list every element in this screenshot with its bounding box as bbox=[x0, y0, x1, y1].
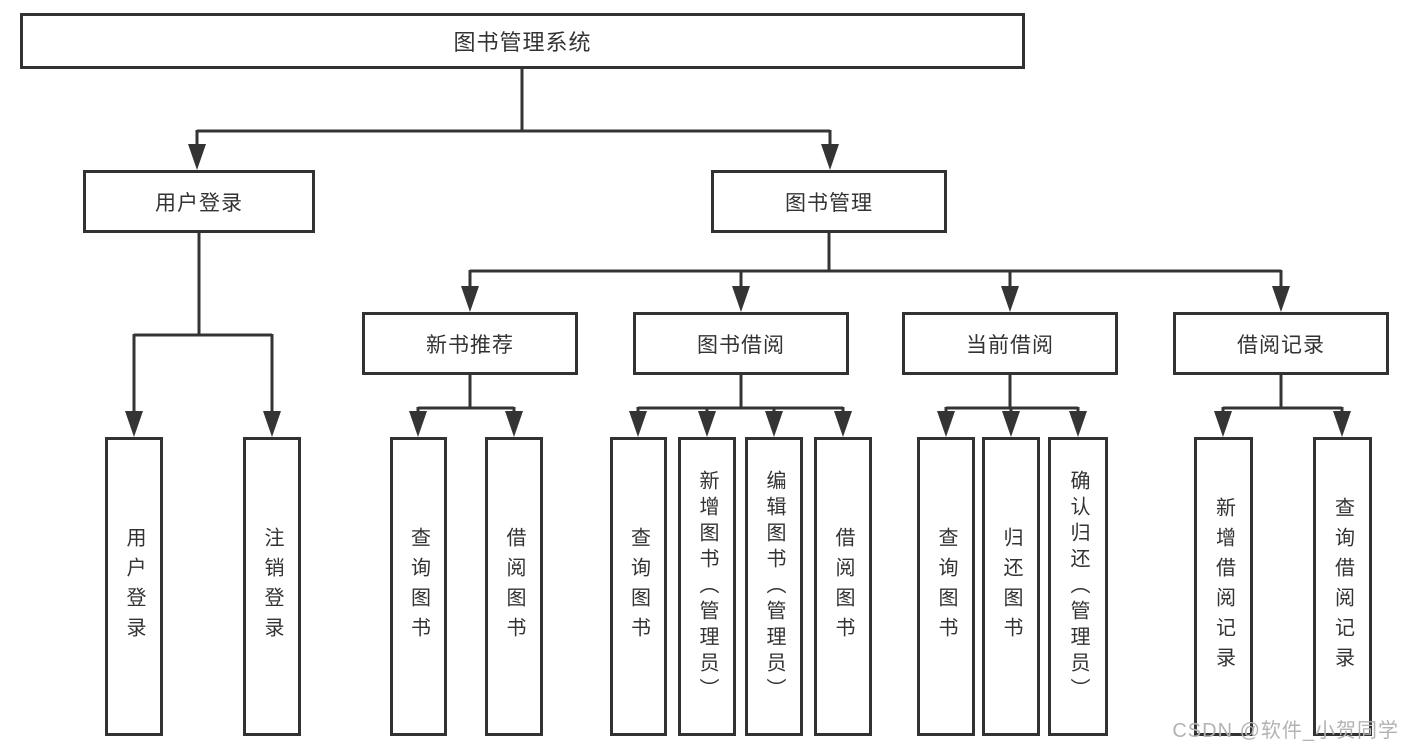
node-label: 借阅记录 bbox=[1237, 333, 1325, 357]
node-new-book-recommendation: 新书推荐 bbox=[362, 312, 578, 375]
leaf-borrow-books-borrowing: 借阅图书 bbox=[814, 437, 872, 736]
node-label: 新书推荐 bbox=[426, 333, 514, 357]
leaf-query-borrow-record: 查询借阅记录 bbox=[1313, 437, 1372, 736]
node-user-login: 用户登录 bbox=[83, 170, 315, 233]
node-label: 查询图书 bbox=[407, 526, 430, 647]
leaf-query-books-recommend: 查询图书 bbox=[390, 437, 447, 736]
node-library-management-system: 图书管理系统 bbox=[20, 13, 1025, 69]
connector-strokes bbox=[132, 69, 1344, 414]
node-label: 查询借阅记录 bbox=[1331, 496, 1354, 677]
leaf-return-books: 归还图书 bbox=[982, 437, 1040, 736]
node-label: 借阅图书 bbox=[832, 526, 854, 647]
node-book-borrowing: 图书借阅 bbox=[633, 312, 849, 375]
node-label: 归还图书 bbox=[1000, 526, 1022, 647]
node-label: 编辑图书（管理员） bbox=[763, 469, 785, 704]
node-label: 注销登录 bbox=[261, 526, 283, 647]
node-label: 查询图书 bbox=[627, 526, 650, 647]
leaf-query-books-borrowing: 查询图书 bbox=[610, 437, 667, 736]
leaf-borrow-books-recommend: 借阅图书 bbox=[485, 437, 543, 736]
node-book-management: 图书管理 bbox=[711, 170, 947, 233]
csdn-watermark: CSDN @软件_小贺同学 bbox=[1172, 720, 1399, 742]
node-label: 新增借阅记录 bbox=[1212, 496, 1235, 677]
node-label: 图书管理 bbox=[785, 191, 873, 215]
leaf-add-book-admin: 新增图书（管理员） bbox=[678, 437, 736, 736]
leaf-query-books-current: 查询图书 bbox=[917, 437, 975, 736]
leaf-logout: 注销登录 bbox=[243, 437, 301, 736]
arrowheads bbox=[125, 144, 1351, 437]
leaf-user-login: 用户登录 bbox=[105, 437, 163, 736]
node-label: 查询图书 bbox=[935, 526, 957, 647]
node-label: 图书借阅 bbox=[697, 333, 785, 357]
node-label: 确认归还（管理员） bbox=[1067, 469, 1089, 704]
node-borrowing-records: 借阅记录 bbox=[1173, 312, 1389, 375]
leaf-edit-book-admin: 编辑图书（管理员） bbox=[745, 437, 803, 736]
node-label: 借阅图书 bbox=[503, 526, 525, 647]
leaf-confirm-return-admin: 确认归还（管理员） bbox=[1048, 437, 1108, 736]
node-label: 图书管理系统 bbox=[453, 30, 592, 55]
node-current-borrowing: 当前借阅 bbox=[902, 312, 1118, 375]
node-label: 用户登录 bbox=[123, 526, 145, 647]
node-label: 用户登录 bbox=[155, 191, 243, 215]
node-label: 新增图书（管理员） bbox=[696, 469, 718, 704]
node-label: 当前借阅 bbox=[966, 333, 1054, 357]
leaf-add-borrow-record: 新增借阅记录 bbox=[1194, 437, 1253, 736]
